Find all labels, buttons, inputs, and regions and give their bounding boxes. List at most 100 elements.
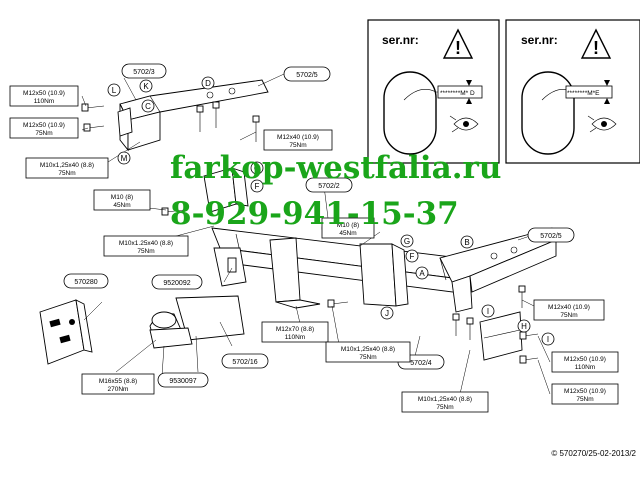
warning-title-left: ser.nr: (382, 33, 419, 47)
svg-text:M10 (8): M10 (8) (337, 222, 359, 229)
svg-text:G: G (404, 237, 410, 246)
left-side-bracket (117, 79, 269, 152)
part-number-pill: 5702/2 (305, 177, 353, 193)
warning-title-right: ser.nr: (521, 33, 558, 47)
torque-label: M10x1,25x40 (8.8)75Nm (25, 157, 109, 179)
svg-text:M12x50 (10.9): M12x50 (10.9) (564, 388, 606, 395)
svg-text:45Nm: 45Nm (113, 202, 130, 209)
svg-text:M10x1,25x40 (8.8): M10x1,25x40 (8.8) (40, 162, 94, 169)
tow-ball-sticker-outline (521, 71, 575, 155)
document-reference: © 570270/25-02-2013/2 (551, 449, 636, 458)
callout-letter: D (201, 76, 215, 90)
torque-label: M12x70 (8.8)110Nm (261, 321, 329, 343)
torque-label: M12x50 (10.9)110Nm (9, 85, 79, 107)
serial-code-right: ********M*E (567, 90, 600, 97)
svg-text:570280: 570280 (74, 279, 97, 286)
torque-label: M12x50 (10.9)110Nm (551, 351, 619, 373)
torque-label: M16x55 (8.8)270Nm (81, 373, 155, 395)
svg-text:75Nm: 75Nm (576, 396, 593, 403)
torque-label: M12x50 (10.9)75Nm (9, 117, 79, 139)
svg-text:M16x55 (8.8): M16x55 (8.8) (99, 378, 137, 385)
warning-triangle-icon (580, 28, 612, 59)
torque-label: M10 (8)45Nm (93, 189, 151, 211)
svg-text:5702/5: 5702/5 (540, 233, 562, 240)
callout-letter: K (139, 79, 153, 93)
callout-letter: J (380, 306, 394, 320)
svg-text:5702/16: 5702/16 (232, 359, 257, 366)
svg-text:M12x40 (10.9): M12x40 (10.9) (548, 304, 590, 311)
torque-label: M10 (8)45Nm (321, 217, 375, 239)
electrical-socket-mount (39, 299, 93, 365)
svg-text:110Nm: 110Nm (285, 334, 305, 341)
part-number-pill: 570280 (63, 273, 109, 289)
svg-text:A: A (419, 269, 425, 278)
socket-plate (213, 247, 247, 287)
warning-triangle-icon (442, 28, 474, 59)
svg-text:5702/2: 5702/2 (318, 183, 340, 190)
svg-text:C: C (145, 102, 151, 111)
svg-text:110Nm: 110Nm (575, 364, 595, 371)
callout-letter: H (517, 319, 531, 333)
svg-text:M12x50 (10.9): M12x50 (10.9) (564, 356, 606, 363)
svg-text:L: L (112, 86, 117, 95)
svg-text:5702/5: 5702/5 (296, 72, 318, 79)
torque-labels: M12x50 (10.9)110Nm M12x50 (10.9)75Nm M10… (9, 85, 619, 413)
right-side-bracket (439, 227, 557, 361)
main-crossbar (211, 227, 469, 309)
svg-text:75Nm: 75Nm (137, 248, 154, 255)
letter-callouts: L K C D M G F E G F A B J I H I (107, 76, 555, 346)
part-number-pill: 9520092 (151, 274, 203, 290)
svg-text:5702/4: 5702/4 (410, 360, 432, 367)
tow-ball-sticker-outline (383, 71, 437, 155)
callout-letter: L (107, 83, 121, 97)
callout-letter: G (400, 234, 414, 248)
callout-letter: C (141, 99, 155, 113)
svg-text:270Nm: 270Nm (108, 386, 129, 393)
svg-text:!: ! (593, 38, 599, 58)
torque-label: M12x50 (10.9)75Nm (551, 383, 619, 405)
svg-text:75Nm: 75Nm (289, 142, 306, 149)
part-number-pill: 5702/5 (283, 66, 331, 82)
eye-icon (587, 115, 617, 133)
svg-text:I: I (487, 307, 489, 316)
part-number-pill: 5702/3 (121, 63, 167, 79)
svg-text:75Nm: 75Nm (35, 130, 52, 137)
bolts (81, 101, 539, 364)
callout-letter: I (541, 332, 555, 346)
svg-text:K: K (143, 82, 149, 91)
upper-bracket-plate (203, 167, 249, 213)
part-number-pill: 9530097 (157, 372, 209, 388)
callout-letter: B (460, 235, 474, 249)
part-number-labels: 5702/3 5702/5 5702/2 5702/5 570280 95200… (63, 63, 575, 388)
svg-text:75Nm: 75Nm (436, 404, 453, 411)
svg-text:M12x50 (10.9): M12x50 (10.9) (23, 90, 65, 97)
torque-label: M10x1,25x40 (8.8)75Nm (325, 341, 411, 363)
callout-letter: F (405, 249, 419, 263)
svg-text:75Nm: 75Nm (58, 170, 75, 177)
watermark: farkop-westfalia.ru 8-929-941-15-37 (170, 150, 501, 232)
callout-letter: I (481, 304, 495, 318)
torque-label: M10x1,25x40 (8.8)75Nm (401, 391, 489, 413)
svg-text:F: F (255, 182, 260, 191)
svg-text:J: J (385, 309, 389, 318)
svg-text:75Nm: 75Nm (560, 312, 577, 319)
torque-label: M10x1.25x40 (8.8)75Nm (103, 235, 189, 257)
part-number-pill: 5702/16 (221, 353, 269, 369)
tow-ball-neck (149, 295, 245, 349)
svg-text:110Nm: 110Nm (34, 98, 54, 105)
callout-letter: F (250, 179, 264, 193)
svg-text:9520092: 9520092 (163, 280, 190, 287)
torque-label: M12x40 (10.9)75Nm (263, 129, 333, 151)
svg-text:M12x40 (10.9): M12x40 (10.9) (277, 134, 319, 141)
svg-text:D: D (205, 79, 211, 88)
serial-code-left: ********M* D (440, 90, 475, 97)
torque-label: M12x40 (10.9)75Nm (533, 299, 605, 321)
svg-text:F: F (410, 252, 415, 261)
svg-text:G: G (254, 164, 260, 173)
svg-text:M: M (121, 154, 128, 163)
callout-letter: A (415, 266, 429, 280)
svg-text:M12x50 (10.9): M12x50 (10.9) (23, 122, 65, 129)
callout-letter: G (250, 161, 264, 175)
svg-text:9530097: 9530097 (169, 378, 196, 385)
